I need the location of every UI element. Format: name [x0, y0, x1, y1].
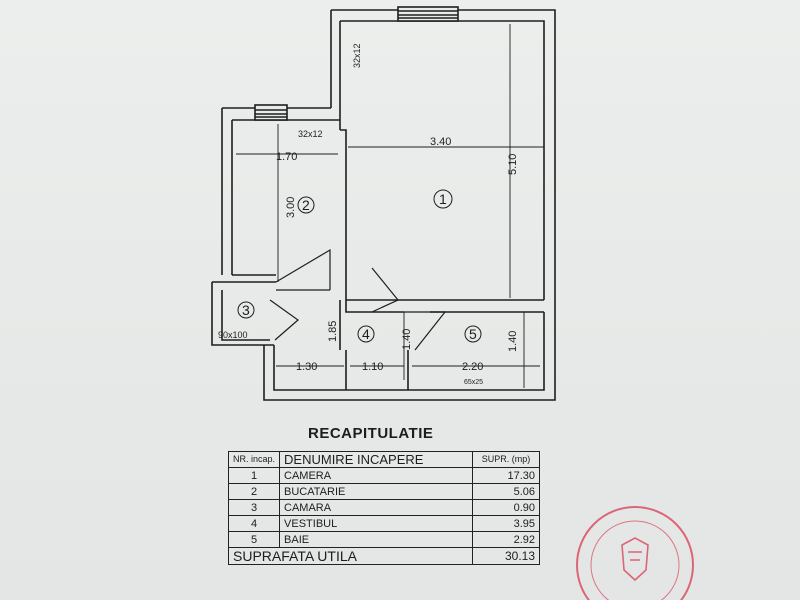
row-supr: 2.92	[472, 531, 540, 548]
col-nr-header: NR. incap.	[227, 451, 281, 468]
dim-510: 5.10	[507, 154, 519, 175]
note-vent: 65x25	[464, 379, 483, 386]
row-supr: 17.30	[472, 467, 540, 484]
col-supr-header: SUPR. (mp)	[472, 451, 540, 468]
row-name: VESTIBUL	[279, 515, 473, 532]
row-nr: 5	[227, 531, 281, 548]
row-nr: 3	[227, 499, 281, 516]
official-stamp	[576, 506, 694, 600]
row-name: BAIE	[279, 531, 473, 548]
dim-340: 3.40	[430, 136, 451, 148]
note-window-2: 32x12	[298, 129, 323, 139]
dim-140-left: 1.40	[401, 329, 413, 350]
note-window-1: 32x12	[352, 43, 362, 68]
total-value: 30.13	[472, 547, 540, 565]
table-row: 3 CAMARA 0.90	[227, 499, 540, 516]
row-nr: 4	[227, 515, 281, 532]
dim-185: 1.85	[327, 321, 339, 342]
row-name: BUCATARIE	[279, 483, 473, 500]
dim-300: 3.00	[285, 197, 297, 218]
table-row: 1 CAMERA 17.30	[227, 467, 540, 484]
dim-130: 1.30	[296, 361, 317, 373]
row-nr: 2	[227, 483, 281, 500]
row-supr: 5.06	[472, 483, 540, 500]
room-label-3: 3	[242, 302, 250, 318]
row-supr: 0.90	[472, 499, 540, 516]
room-label-2: 2	[302, 197, 310, 213]
window-top	[397, 6, 459, 22]
row-name: CAMARA	[279, 499, 473, 516]
recap-table: NR. incap. DENUMIRE INCAPERE SUPR. (mp) …	[227, 451, 540, 565]
row-supr: 3.95	[472, 515, 540, 532]
table-row: 4 VESTIBUL 3.95	[227, 515, 540, 532]
room-label-4: 4	[362, 326, 370, 342]
table-header: NR. incap. DENUMIRE INCAPERE SUPR. (mp)	[227, 451, 540, 468]
dim-170: 1.70	[276, 151, 297, 163]
recap-title: RECAPITULATIE	[308, 425, 434, 442]
table-row: 5 BAIE 2.92	[227, 531, 540, 548]
door-swings	[269, 248, 447, 351]
window-left	[254, 104, 288, 121]
row-name: CAMERA	[279, 467, 473, 484]
room-1-walls	[330, 9, 556, 301]
table-row: 2 BUCATARIE 5.06	[227, 483, 540, 500]
total-label: SUPRAFATA UTILA	[228, 547, 473, 565]
room-label-1: 1	[439, 191, 447, 207]
note-door-3: 90x100	[218, 330, 248, 340]
dimension-lines	[236, 24, 544, 388]
dim-220: 2.20	[462, 361, 483, 373]
dim-110: 1.10	[362, 361, 383, 373]
room-3-walls	[211, 281, 274, 346]
room-label-5: 5	[469, 326, 477, 342]
row-nr: 1	[227, 467, 281, 484]
total-row: SUPRAFATA UTILA 30.13	[228, 547, 540, 565]
col-name-header: DENUMIRE INCAPERE	[279, 451, 473, 468]
dim-140-right: 1.40	[507, 331, 519, 352]
